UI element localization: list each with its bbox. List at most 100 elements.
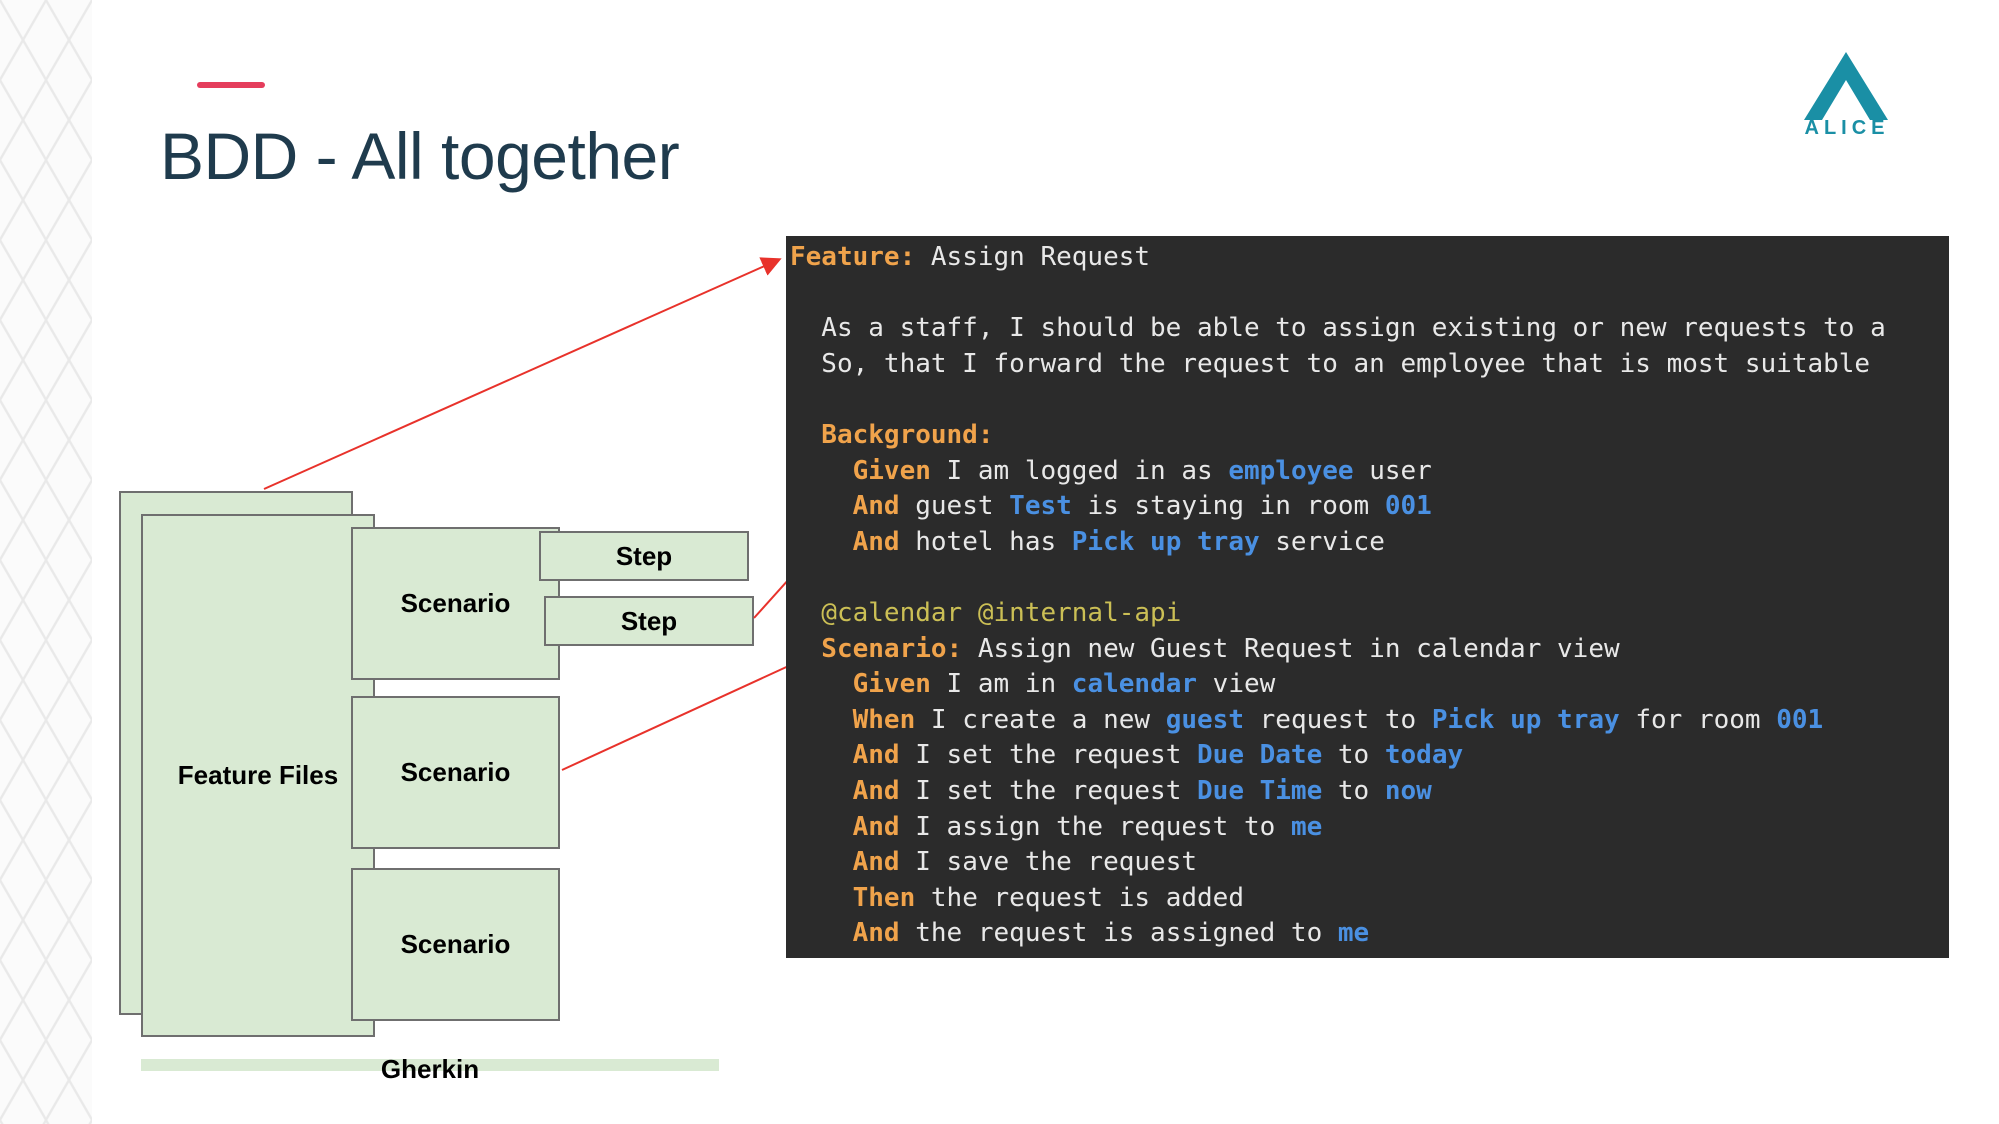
code-token: I am in — [930, 669, 1072, 700]
code-token: to — [1322, 776, 1385, 806]
code-token: I assign the request to — [899, 811, 1291, 842]
code-token: 001 — [1776, 704, 1824, 735]
code-line: As a staff, I should be able to assign e… — [790, 311, 1886, 345]
code-token — [790, 491, 853, 521]
code-token: request to — [1243, 704, 1432, 735]
step-box-1: Step — [539, 531, 749, 581]
code-token: Due Date — [1197, 740, 1323, 771]
code-token: now — [1384, 776, 1432, 806]
arrow-feature-to-code — [263, 257, 782, 490]
gherkin-label: Gherkin — [380, 1054, 480, 1084]
code-line: Feature: Assign Request — [790, 240, 1150, 274]
code-token: Pick up tray — [1071, 526, 1260, 557]
code-line: And the request is assigned to me — [790, 916, 1370, 950]
code-token: me — [1290, 811, 1323, 842]
code-token: the request is added — [915, 882, 1244, 913]
code-token: I save the request — [899, 847, 1198, 878]
code-token: When — [852, 704, 916, 735]
code-line: And I set the request Due Date to today — [790, 738, 1464, 772]
code-token: to — [1322, 740, 1385, 771]
code-token: And — [852, 526, 900, 557]
code-token — [790, 705, 853, 735]
code-token — [790, 847, 853, 877]
code-token: Background: — [790, 420, 994, 450]
code-token: Given — [852, 669, 931, 700]
code-token: for room — [1619, 704, 1777, 735]
code-line: And I set the request Due Time to now — [790, 774, 1432, 808]
code-token: Assign new Guest Request in calendar vie… — [962, 633, 1620, 664]
code-token: employee — [1228, 455, 1354, 486]
code-token: Scenario: — [790, 633, 963, 664]
code-token: guest — [899, 491, 1010, 522]
code-token: service — [1259, 526, 1385, 557]
code-token: I am logged in as — [930, 455, 1229, 486]
background-pattern — [0, 0, 92, 1124]
code-token: And — [852, 811, 900, 842]
code-token — [790, 740, 853, 770]
slide-title: BDD - All together — [160, 119, 680, 193]
arrow-scenario-to-code — [561, 655, 810, 771]
code-line: Given I am logged in as employee user — [790, 454, 1432, 488]
code-token: @calendar @internal-api — [790, 598, 1182, 628]
code-token: Pick up tray — [1431, 704, 1620, 735]
code-token: Then — [852, 882, 916, 913]
scenario-box-2: Scenario — [351, 696, 560, 849]
code-token — [790, 776, 853, 806]
code-token — [790, 883, 853, 913]
gherkin-bar — [141, 1059, 719, 1071]
alice-logo-icon — [1804, 52, 1888, 120]
code-line: When I create a new guest request to Pic… — [790, 703, 1824, 737]
code-line: Scenario: Assign new Guest Request in ca… — [790, 632, 1620, 666]
step-label-2: Step — [620, 605, 678, 636]
code-line: And hotel has Pick up tray service — [790, 525, 1385, 559]
code-token: is staying in room — [1071, 491, 1385, 522]
title-accent-bar — [197, 82, 265, 88]
code-token: hotel has — [899, 526, 1072, 557]
code-line: So, that I forward the request to an emp… — [790, 347, 1870, 381]
scenario-label-3: Scenario — [400, 929, 511, 959]
code-token: user — [1353, 455, 1432, 486]
code-token: As a staff, I should be able to assign e… — [790, 313, 1886, 344]
scenario-box-3: Scenario — [351, 868, 560, 1021]
code-token: Assign Request — [915, 242, 1151, 272]
code-token: calendar — [1071, 669, 1198, 700]
code-token: And — [852, 491, 900, 522]
code-token: Feature: — [790, 242, 916, 272]
code-token: the request is assigned to — [899, 918, 1338, 949]
code-line: @calendar @internal-api — [790, 596, 1181, 630]
code-token: And — [852, 740, 900, 771]
code-line: And I assign the request to me — [790, 810, 1323, 844]
code-token: I set the request — [899, 740, 1198, 771]
code-token — [790, 918, 853, 948]
code-token: So, that I forward the request to an emp… — [790, 348, 1871, 379]
code-token: And — [852, 847, 900, 878]
code-token — [790, 669, 853, 699]
gherkin-code-panel: Feature: Assign Request As a staff, I sh… — [786, 236, 1949, 958]
code-token: view — [1197, 669, 1276, 700]
feature-files-label: Feature Files — [177, 760, 339, 790]
code-line: Given I am in calendar view — [790, 667, 1276, 701]
code-token: Given — [852, 455, 931, 486]
scenario-label-2: Scenario — [400, 757, 511, 787]
code-token: And — [852, 776, 900, 806]
code-token: me — [1337, 918, 1370, 949]
code-token: 001 — [1384, 491, 1432, 522]
code-token — [790, 456, 853, 486]
code-line: Then the request is added — [790, 881, 1244, 915]
code-token: Test — [1009, 491, 1072, 522]
code-token — [790, 527, 853, 557]
code-line: And guest Test is staying in room 001 — [790, 489, 1432, 523]
step-label-1: Step — [615, 540, 673, 571]
code-token: I set the request — [899, 776, 1198, 806]
code-token: I create a new — [915, 704, 1166, 735]
code-token: And — [852, 918, 900, 949]
code-token: today — [1384, 740, 1464, 771]
code-token — [790, 812, 853, 842]
code-line: Background: — [790, 418, 994, 452]
scenario-label-1: Scenario — [400, 588, 511, 618]
step-box-2: Step — [544, 596, 754, 646]
code-line: And I save the request — [790, 845, 1197, 879]
code-token: guest — [1165, 704, 1244, 735]
code-token: Due Time — [1197, 776, 1323, 806]
logo-wordmark: ALICE — [1804, 117, 1890, 139]
